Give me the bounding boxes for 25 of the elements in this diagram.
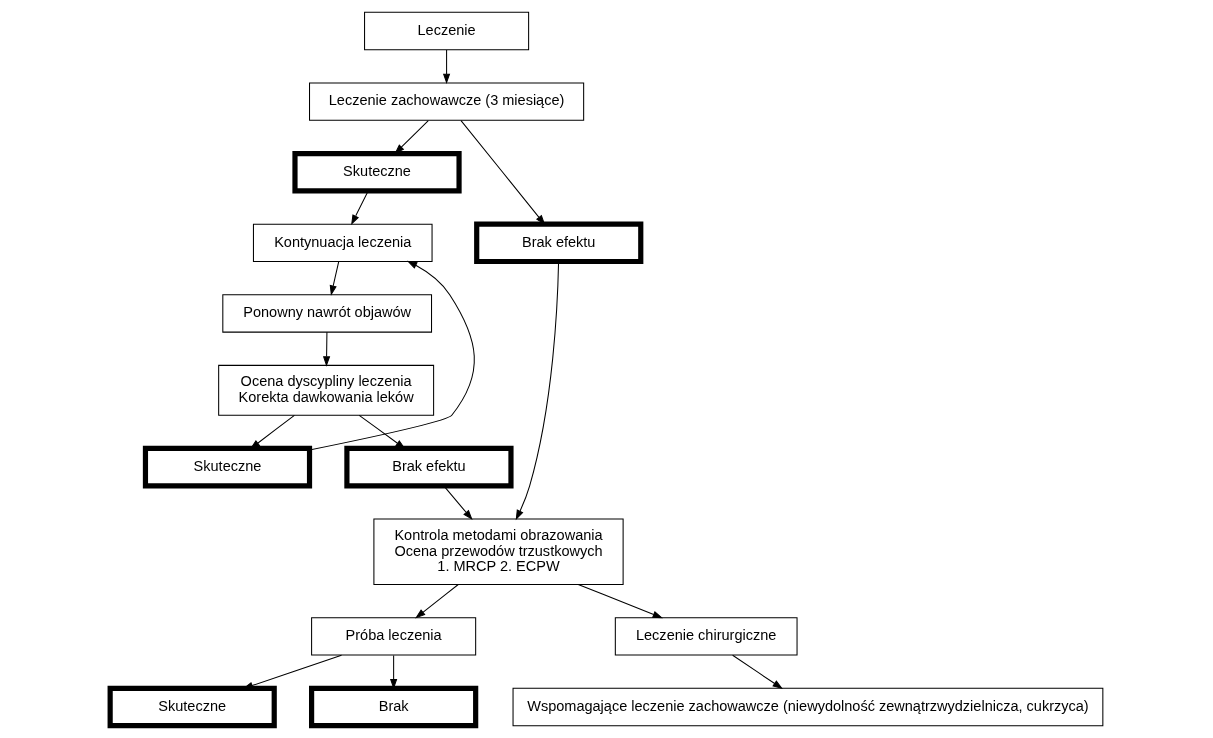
node-box: Skuteczne: [107, 685, 277, 729]
arrow: [309, 260, 475, 451]
node-box: Skuteczne: [292, 150, 462, 194]
node-box: Leczenie chirurgiczne: [614, 617, 798, 656]
arrow: [577, 583, 663, 619]
node-box: Wspomagające leczenie zachowawcze (niewydolność zewnątrzwydzielnicza, cukrzyca): [512, 687, 1104, 727]
node-box: Ocena dyscypliny leczenia Korekta dawkowania leków: [218, 364, 435, 416]
node-box: Kontynuacja leczenia: [252, 223, 433, 263]
node-box: Próba leczenia: [311, 617, 477, 656]
arrow: [442, 49, 451, 85]
node-box: Brak: [309, 685, 479, 729]
node-box: Skuteczne: [142, 445, 313, 489]
arrow: [443, 485, 473, 521]
arrow: [322, 331, 331, 367]
node-box: Leczenie zachowawcze (3 miesiące): [309, 82, 585, 121]
node-box: Kontrola metodami obrazowania Ocena przewodów trzustkowych 1. MRCP 2. ECPW: [373, 518, 624, 585]
arrow: [415, 583, 459, 619]
arrow: [351, 190, 369, 226]
node-box: Brak efektu: [344, 445, 514, 489]
arrow: [515, 261, 560, 521]
arrow: [732, 654, 783, 690]
arrow: [329, 261, 340, 296]
node-box: Leczenie: [364, 11, 530, 51]
node-box: Brak efektu: [474, 221, 644, 265]
node-box: Ponowny nawrót objawów: [222, 294, 433, 333]
